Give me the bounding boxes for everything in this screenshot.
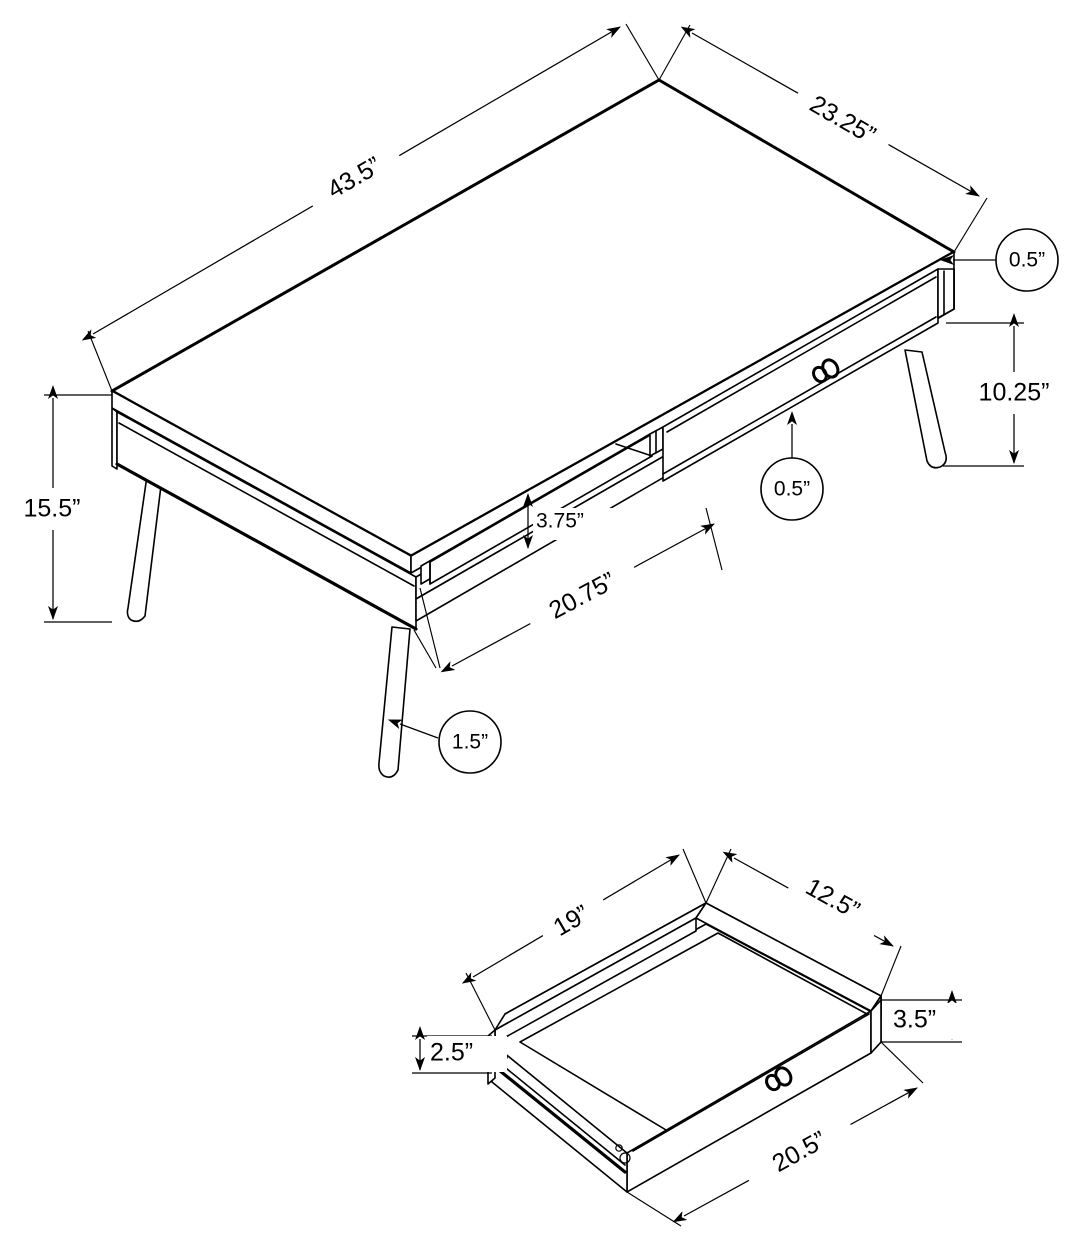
table-drawer-front <box>662 268 939 482</box>
table-drawer-front-bottom-reveal <box>662 316 937 475</box>
dimension-drawer-inner-length: 19” <box>461 848 707 1031</box>
balloon-top-thickness <box>995 228 1059 292</box>
screw-hole-2 <box>615 1144 623 1152</box>
dim-label-drawer-front-height: 3.5” <box>893 1006 936 1034</box>
dim-label-apron-thickness: 0.5” <box>774 478 810 501</box>
dimension-drawer-front-height: 3.5” <box>881 990 962 1043</box>
balloon-apron-thickness <box>760 457 824 521</box>
dimension-leg-diameter: 1.5” <box>387 710 502 774</box>
dim-label-drawer-side-height: 2.5” <box>430 1039 473 1067</box>
dimension-leg-clearance: 10.25” <box>943 313 1073 467</box>
table-assembly-view: 43.5” 23.25” 15.5” 10.25” <box>6 23 1073 778</box>
dim-label-top-thickness: 0.5” <box>1009 249 1045 272</box>
dimension-opening-width: 20.75” <box>419 507 723 673</box>
dim-label-leg-clearance: 10.25” <box>979 379 1050 407</box>
screw-hole-3 <box>619 1152 631 1164</box>
table-drawer-front-top-reveal <box>666 276 937 433</box>
dim-label-shelf-opening: 3.75” <box>536 510 584 533</box>
leg-back-right <box>904 349 947 469</box>
dimension-drawer-front-length: 20.5” <box>626 1041 924 1227</box>
leader-apron-corner <box>413 629 437 669</box>
drawer-box-view: 19” 12.5” 2.5” 3.5” <box>412 848 962 1227</box>
drawer-bottom-panel <box>519 932 879 1137</box>
drawer-side-right-top-line <box>632 1013 870 1152</box>
leg-front-left <box>378 626 411 778</box>
open-shelf-floor <box>615 443 653 457</box>
drawer-front-left-reveal-b <box>492 1064 627 1174</box>
dimension-apron-thickness: 0.5” <box>760 411 824 521</box>
drawer-front-left-reveal-a <box>495 1059 626 1166</box>
dimension-table-height: 15.5” <box>6 385 112 623</box>
dimension-top-thickness: 0.5” <box>940 228 1059 292</box>
dim-label-table-height: 15.5” <box>24 495 81 523</box>
table-end-panel-right <box>937 268 955 319</box>
table-end-panel-left <box>111 407 118 470</box>
table-drawer-knob <box>812 358 840 384</box>
dimension-drawer-width: 12.5” <box>705 848 902 997</box>
table-legs <box>126 349 947 778</box>
balloon-leg-diameter <box>438 710 502 774</box>
dim-label-leg-diameter: 1.5” <box>452 731 488 754</box>
leg-back-left <box>126 452 166 623</box>
dimension-drawer-side-height: 2.5” <box>412 1026 507 1074</box>
table-front-apron-inner <box>118 422 415 587</box>
table-front-apron-bottom <box>115 462 418 631</box>
